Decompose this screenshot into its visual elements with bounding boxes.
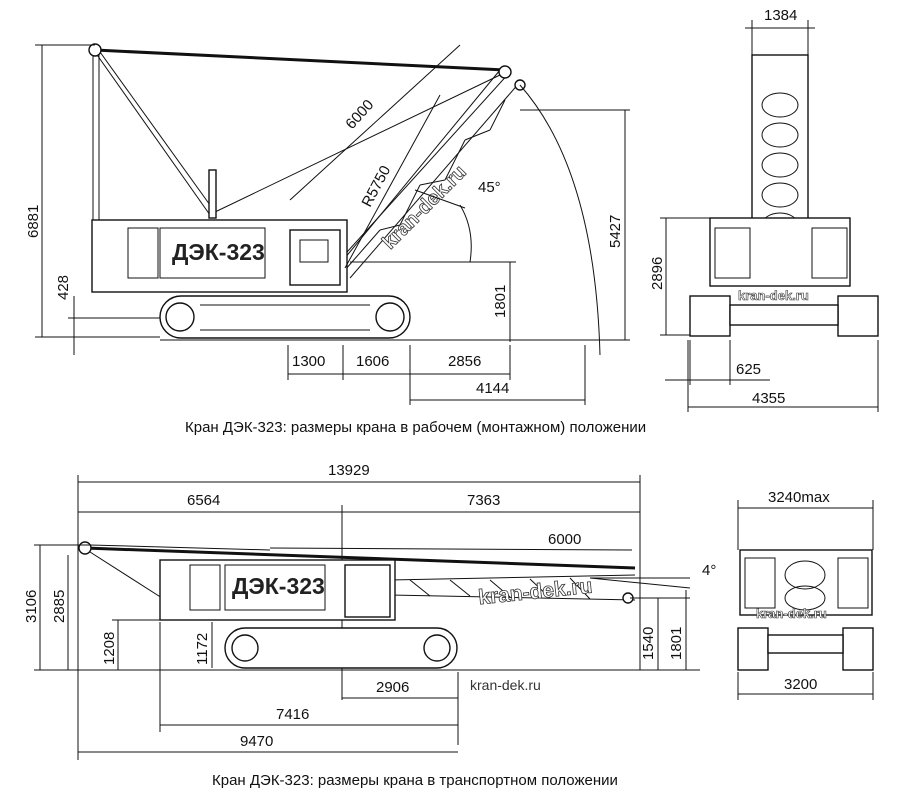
crawler-track bbox=[159, 295, 411, 339]
transport-machine-label: ДЭК-323 bbox=[232, 573, 325, 599]
left-track bbox=[689, 295, 731, 337]
dim-boom-6000: 6000 bbox=[342, 96, 377, 132]
reach-arc bbox=[519, 84, 601, 356]
dim-2896: 2896 bbox=[649, 257, 666, 290]
dim-6564: 6564 bbox=[187, 492, 220, 509]
dim-1384: 1384 bbox=[764, 7, 797, 24]
mast-sheave bbox=[88, 43, 102, 57]
working-side-view: ДЭК-323 kran-dek.ru bbox=[88, 43, 526, 339]
dim-5427: 5427 bbox=[607, 215, 624, 248]
transport-front-watermark: kran-dek.ru bbox=[756, 606, 827, 621]
dim-3240max: 3240max bbox=[768, 489, 830, 506]
caption-transport: Кран ДЭК-323: размеры крана в транспортн… bbox=[212, 772, 618, 789]
dim-angle-4: 4° bbox=[702, 562, 716, 579]
watermark: kran-dek.ru bbox=[378, 161, 471, 254]
dim-1606: 1606 bbox=[356, 353, 389, 370]
boom-transport bbox=[78, 541, 636, 604]
operator-cab bbox=[289, 229, 341, 286]
dim-2885: 2885 bbox=[51, 590, 68, 623]
machine-label: ДЭК-323 bbox=[172, 239, 265, 265]
transport-side-view: 13929 6564 7363 6000 4° ДЭ bbox=[23, 462, 716, 760]
transport-watermark: kran-dek.ru bbox=[477, 575, 593, 610]
dim-2906: 2906 bbox=[376, 679, 409, 696]
caption-working: Кран ДЭК-323: размеры крана в рабочем (м… bbox=[185, 419, 646, 436]
transport-track bbox=[224, 627, 458, 669]
front-body bbox=[709, 217, 851, 287]
dim-1300: 1300 bbox=[292, 353, 325, 370]
dim-625: 625 bbox=[736, 361, 761, 378]
dim-9470: 9470 bbox=[240, 733, 273, 750]
dim-tr-6000: 6000 bbox=[548, 531, 581, 548]
dim-angle-45: 45° bbox=[478, 179, 501, 196]
dim-1208: 1208 bbox=[101, 632, 118, 665]
dim-3200: 3200 bbox=[784, 676, 817, 693]
dim-428: 428 bbox=[55, 275, 72, 300]
dim-4355: 4355 bbox=[752, 390, 785, 407]
dim-13929: 13929 bbox=[328, 462, 370, 479]
dim-1540: 1540 bbox=[640, 627, 657, 660]
transport-cab bbox=[344, 564, 391, 618]
dim-2856: 2856 bbox=[448, 353, 481, 370]
dim-1172: 1172 bbox=[194, 633, 211, 665]
transport-front-view: 3240max kran-dek.ru 3200 bbox=[737, 489, 874, 700]
site-label: kran-dek.ru bbox=[470, 677, 541, 693]
front-watermark: kran-dek.ru bbox=[738, 288, 809, 303]
dim-r5750: R5750 bbox=[359, 163, 395, 210]
dim-1801: 1801 bbox=[492, 285, 509, 318]
dim-tr-1801: 1801 bbox=[668, 627, 685, 660]
dim-7363: 7363 bbox=[467, 492, 500, 509]
dim-4144: 4144 bbox=[476, 380, 509, 397]
dim-7416: 7416 bbox=[276, 706, 309, 723]
working-front-view: 1384 kran-dek.ru 2896 625 4355 bbox=[649, 7, 879, 412]
dim-3106: 3106 bbox=[23, 590, 40, 623]
exhaust-pipe bbox=[208, 169, 217, 219]
dim-6881: 6881 bbox=[25, 205, 42, 238]
right-track bbox=[837, 295, 879, 337]
